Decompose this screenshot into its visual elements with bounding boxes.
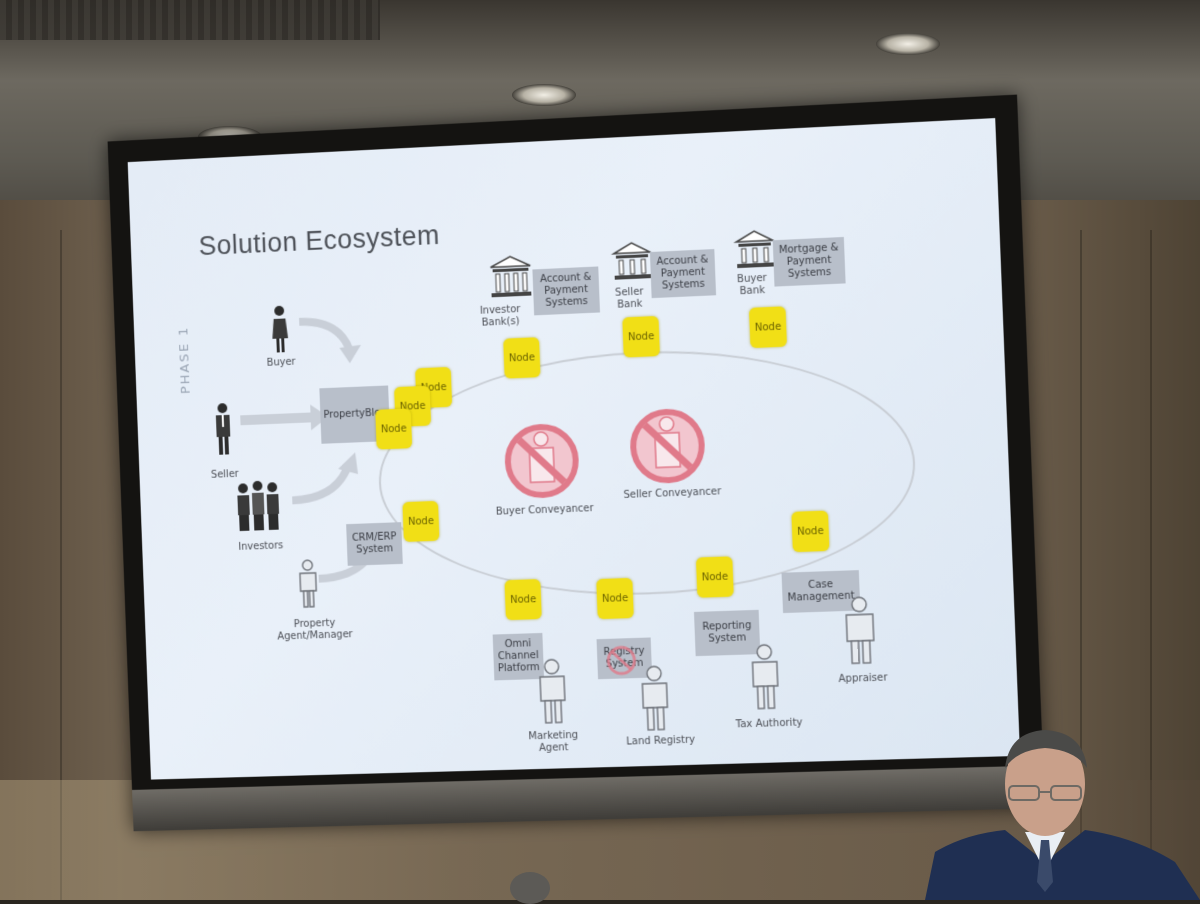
- node-badge: Node: [622, 315, 660, 358]
- projected-slide: Solution Ecosystem PHASE 1 Buyer Seller …: [127, 118, 1021, 780]
- wall-panel-seam: [60, 230, 62, 900]
- appraiser-person-icon: [841, 596, 878, 668]
- ceiling-light: [876, 33, 940, 55]
- bank-system-box: Account & Payment Systems: [649, 249, 717, 299]
- bank-label: Seller Bank: [614, 286, 644, 311]
- node-badge: Node: [596, 577, 634, 620]
- bottom-actor-label: Appraiser: [838, 672, 888, 686]
- bank-label: Investor Bank(s): [479, 304, 521, 329]
- node-badge: Node: [791, 510, 830, 553]
- wall-panel-seam: [1150, 230, 1152, 900]
- prohibited-registry-icon: [605, 644, 638, 677]
- bank-building-icon: [734, 228, 776, 269]
- ceiling-light: [512, 84, 576, 106]
- bottom-actor-label: Land Registry: [626, 734, 696, 748]
- wall-panel-seam: [1080, 230, 1082, 900]
- bottom-actor-label: Tax Authority: [735, 717, 803, 731]
- node-badge: Node: [695, 556, 734, 598]
- bank-system-box: Account & Payment Systems: [532, 266, 601, 316]
- land-registry-person-icon: [638, 665, 673, 732]
- ceiling-vent: [0, 0, 380, 40]
- bank-label: Buyer Bank: [736, 272, 767, 298]
- crm-erp-box: CRM/ERP System: [346, 522, 403, 566]
- node-badge: Node: [402, 500, 440, 542]
- audience-head: [510, 872, 550, 904]
- investors-group-icon: [237, 480, 280, 532]
- prohibited-buyer-conveyancer-icon: [502, 422, 581, 501]
- presenter-person: [925, 730, 1200, 900]
- agent-person-icon: [296, 559, 319, 609]
- node-badge: Node: [375, 408, 413, 450]
- seller-person-icon: [215, 403, 231, 455]
- tax-authority-person-icon: [748, 643, 783, 710]
- buyer-person-icon: [271, 305, 289, 353]
- projector-screen-frame: Solution Ecosystem PHASE 1 Buyer Seller …: [107, 94, 1045, 832]
- node-badge: Node: [504, 579, 542, 621]
- bank-system-box: Mortgage & Payment Systems: [772, 236, 846, 287]
- bank-building-icon: [611, 240, 653, 280]
- bank-building-icon: [486, 253, 535, 298]
- node-badge: Node: [748, 306, 787, 349]
- bottom-actor-label: Marketing Agent: [528, 729, 579, 755]
- prohibited-seller-conveyancer-icon: [628, 406, 707, 485]
- node-badge: Node: [503, 337, 541, 379]
- marketing-agent-person-icon: [539, 659, 566, 725]
